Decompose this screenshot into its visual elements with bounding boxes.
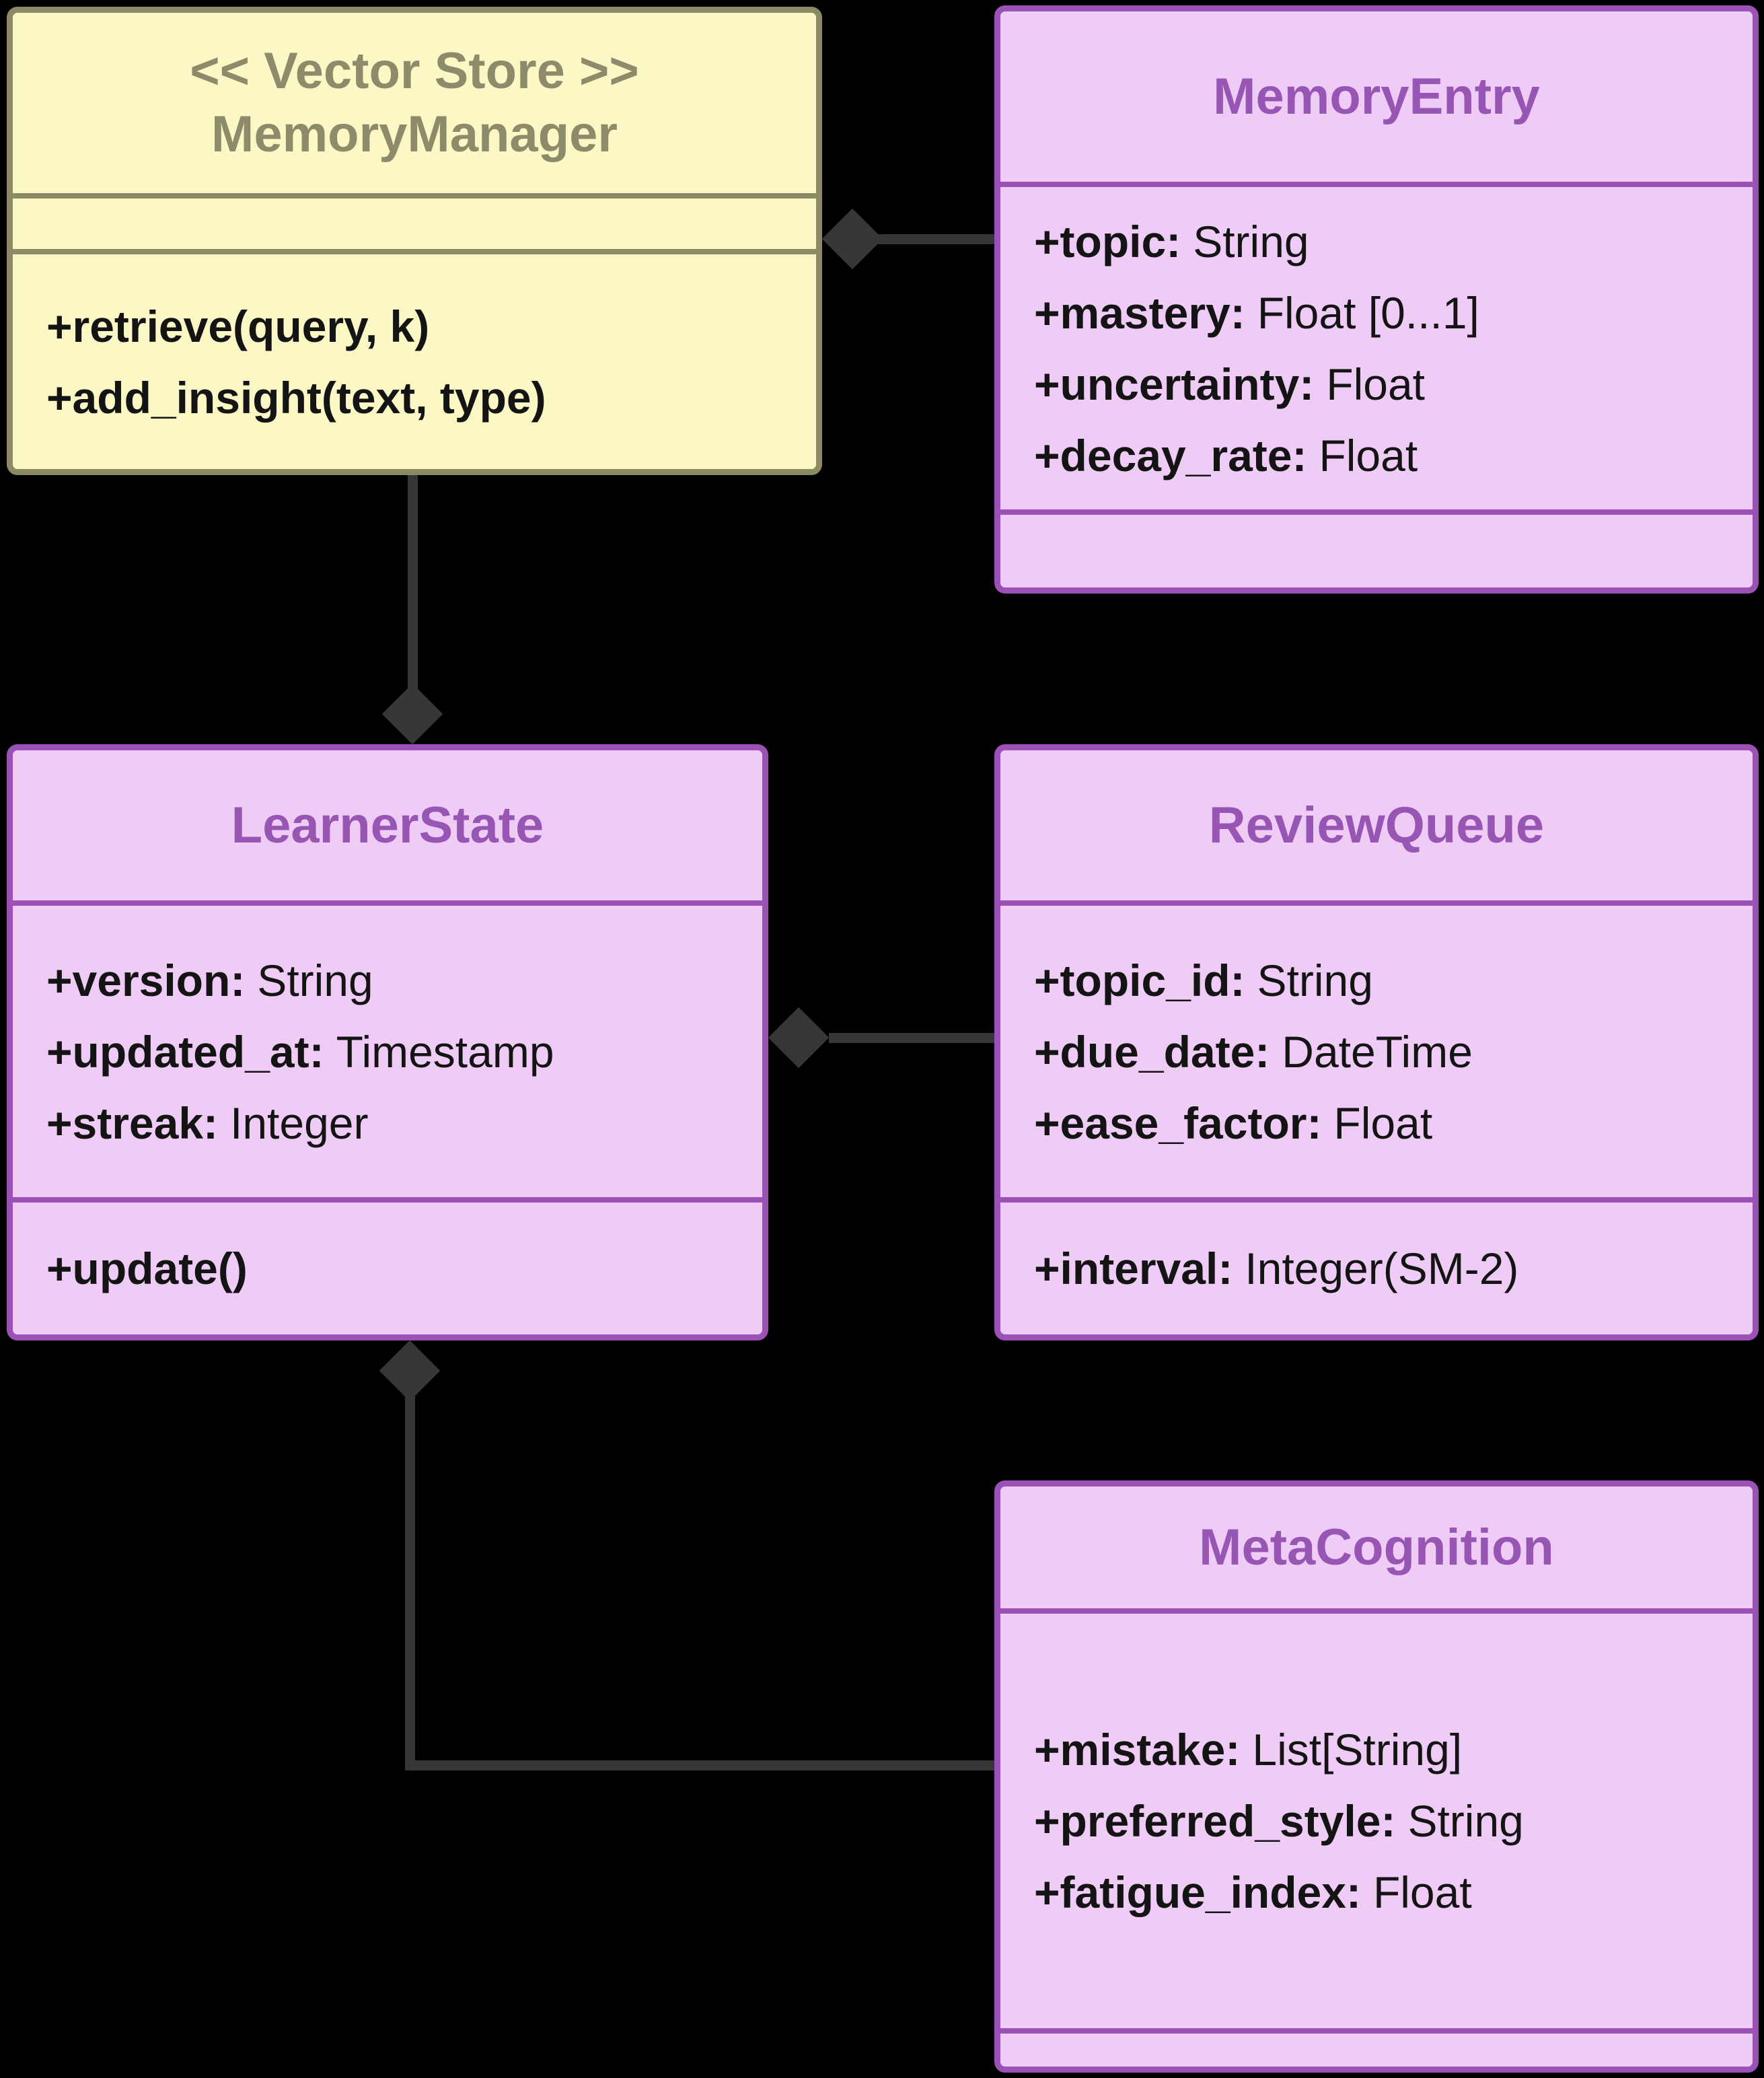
- attribute-type: String: [1193, 216, 1309, 266]
- attribute-type: List[String]: [1252, 1725, 1463, 1775]
- attribute-name: +mistake:: [1034, 1725, 1241, 1775]
- attribute-type: Float: [1333, 1098, 1433, 1148]
- attribute-name: +topic:: [1034, 216, 1181, 266]
- method-row: +add_insight(text, type): [46, 362, 803, 433]
- attribute-type: String: [1407, 1796, 1524, 1846]
- attribute-row: +preferred_style: String: [1034, 1785, 1739, 1857]
- method-row: +interval: Integer(SM-2): [1034, 1233, 1739, 1304]
- attribute-row: +version: String: [46, 945, 749, 1016]
- attribute-type: String: [257, 955, 373, 1005]
- attribute-name: +due_date:: [1034, 1026, 1270, 1077]
- composition-diamond-learnerstate-right: [768, 1007, 830, 1069]
- method-row: +update(): [46, 1233, 749, 1304]
- attribute-row: +topic: String: [1034, 206, 1739, 277]
- methods-compartment: +interval: Integer(SM-2): [1000, 1197, 1753, 1334]
- method-label: +update(): [46, 1244, 248, 1293]
- class-box-memorymanager: << Vector Store >> MemoryManager +retrie…: [7, 7, 822, 475]
- attribute-row: +mastery: Float [0...1]: [1034, 277, 1739, 349]
- class-box-reviewqueue: ReviewQueue +topic_id: String +due_date:…: [994, 744, 1759, 1340]
- attribute-row: +decay_rate: Float: [1034, 420, 1739, 491]
- attribute-name: +version:: [46, 955, 246, 1005]
- connector-line-memorymanager-learnerstate: [408, 475, 418, 694]
- attribute-row: +mistake: List[String]: [1034, 1714, 1739, 1785]
- connector-line-learnerstate-reviewqueue: [829, 1033, 994, 1043]
- methods-compartment-empty: [1000, 2028, 1753, 2067]
- attribute-name: +decay_rate:: [1034, 430, 1307, 480]
- method-row: +retrieve(query, k): [46, 291, 803, 362]
- class-box-learnerstate: LearnerState +version: String +updated_a…: [7, 744, 768, 1340]
- composition-diamond-memorymanager-memoryentry: [821, 208, 883, 270]
- attribute-name: +fatigue_index:: [1034, 1867, 1361, 1917]
- class-name: ReviewQueue: [1208, 796, 1545, 854]
- class-box-metacognition: MetaCognition +mistake: List[String] +pr…: [994, 1480, 1759, 2073]
- class-name: MetaCognition: [1199, 1518, 1554, 1576]
- class-title-compartment: MemoryEntry: [1000, 11, 1753, 182]
- attribute-type: DateTime: [1282, 1026, 1473, 1077]
- class-title-compartment: << Vector Store >> MemoryManager: [13, 13, 816, 193]
- attribute-type: Float [0...1]: [1257, 287, 1479, 338]
- attribute-type: Float: [1319, 430, 1418, 480]
- attribute-type: Float: [1326, 359, 1426, 409]
- methods-compartment-empty: [1000, 509, 1753, 587]
- class-title-compartment: LearnerState: [13, 750, 762, 900]
- composition-diamond-learnerstate-bottom: [379, 1340, 441, 1402]
- connector-line-learnerstate-metacognition-horizontal: [405, 1760, 994, 1770]
- attribute-name: +ease_factor:: [1034, 1098, 1322, 1148]
- class-name: MemoryManager: [211, 106, 618, 163]
- methods-compartment: +retrieve(query, k) +add_insight(text, t…: [13, 249, 816, 469]
- attribute-name: +updated_at:: [46, 1026, 324, 1077]
- attribute-type: Timestamp: [336, 1026, 554, 1077]
- attribute-name: +preferred_style:: [1034, 1796, 1396, 1846]
- attribute-name: +uncertainty:: [1034, 359, 1315, 409]
- method-label: +add_insight(text, type): [46, 372, 546, 423]
- attribute-row: +ease_factor: Float: [1034, 1087, 1739, 1159]
- attribute-row: +updated_at: Timestamp: [46, 1016, 749, 1087]
- attribute-name: +topic_id:: [1034, 955, 1245, 1005]
- connector-line-memorymanager-memoryentry: [875, 234, 994, 244]
- class-stereotype: << Vector Store >>: [190, 42, 639, 100]
- attribute-type: Float: [1372, 1867, 1472, 1917]
- attribute-row: +uncertainty: Float: [1034, 349, 1739, 420]
- attributes-compartment: +topic_id: String +due_date: DateTime +e…: [1000, 900, 1753, 1197]
- attribute-type: String: [1257, 955, 1373, 1005]
- class-title-compartment: MetaCognition: [1000, 1486, 1753, 1608]
- methods-compartment: +update(): [13, 1197, 762, 1334]
- method-label: +retrieve(query, k): [46, 301, 430, 351]
- attribute-name: +mastery:: [1034, 287, 1245, 338]
- attribute-type: Integer: [230, 1098, 369, 1148]
- composition-diamond-learnerstate-top: [381, 683, 443, 745]
- class-name: MemoryEntry: [1213, 67, 1540, 125]
- attributes-compartment-empty: [13, 193, 816, 249]
- attribute-row: +due_date: DateTime: [1034, 1016, 1739, 1087]
- attribute-row: +streak: Integer: [46, 1087, 749, 1159]
- method-name: +interval:: [1034, 1244, 1233, 1293]
- attributes-compartment: +mistake: List[String] +preferred_style:…: [1000, 1608, 1753, 2028]
- class-name: LearnerState: [231, 796, 544, 854]
- attribute-row: +topic_id: String: [1034, 945, 1739, 1016]
- connector-line-learnerstate-metacognition-vertical: [405, 1394, 415, 1770]
- attribute-row: +fatigue_index: Float: [1034, 1857, 1739, 1928]
- attributes-compartment: +version: String +updated_at: Timestamp …: [13, 900, 762, 1197]
- class-title-compartment: ReviewQueue: [1000, 750, 1753, 900]
- attributes-compartment: +topic: String +mastery: Float [0...1] +…: [1000, 182, 1753, 509]
- class-box-memoryentry: MemoryEntry +topic: String +mastery: Flo…: [994, 5, 1759, 594]
- attribute-name: +streak:: [46, 1098, 219, 1148]
- method-type: Integer(SM-2): [1245, 1244, 1519, 1293]
